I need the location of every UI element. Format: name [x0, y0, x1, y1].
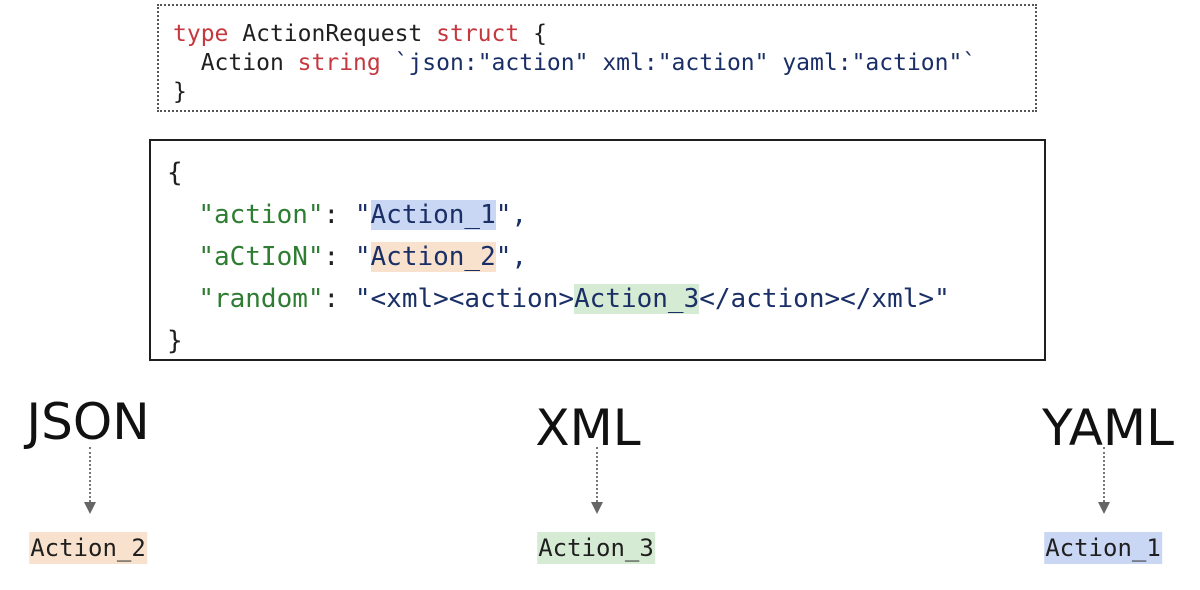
result-json: Action_2: [29, 532, 147, 564]
payload-value-highlight: Action_2: [370, 242, 496, 272]
struct-line-2: Action string `json:"action" xml:"action…: [173, 49, 977, 78]
xml-open-tags: <xml><action>: [370, 284, 575, 314]
payload-line-action: "action": "Action_1",: [167, 197, 527, 233]
quote-close: ": [934, 284, 950, 314]
field-name: Action: [200, 50, 284, 76]
payload-value-highlight: Action_1: [370, 200, 496, 230]
field-type: string: [297, 50, 381, 76]
payload-line-random: "random": "<xml><action>Action_3</action…: [167, 281, 950, 317]
struct-close-brace: }: [173, 79, 187, 105]
arrowhead-json: [84, 502, 96, 514]
type-keyword: type: [173, 21, 229, 47]
arrowhead-yaml: [1098, 502, 1110, 514]
result-yaml: Action_1: [1044, 532, 1162, 564]
payload-open-brace: {: [167, 158, 183, 188]
quote-open: ": [354, 242, 371, 272]
parser-label-yaml: YAML: [1042, 399, 1174, 457]
struct-line-1: type ActionRequest struct {: [173, 20, 547, 49]
parser-label-json: JSON: [26, 393, 150, 451]
struct-definition-box: type ActionRequest struct { Action strin…: [157, 4, 1037, 112]
payload-separator: :: [323, 242, 355, 272]
payload-value-highlight: Action_3: [574, 284, 700, 314]
arrowhead-xml: [591, 502, 603, 514]
struct-open-brace: {: [533, 21, 547, 47]
quote-close: ",: [495, 200, 528, 230]
struct-tag: `json:"action" xml:"action" yaml:"action…: [394, 50, 977, 76]
payload-key: "action": [198, 200, 324, 230]
quote-close: ",: [495, 242, 528, 272]
quote-open: ": [354, 284, 371, 314]
payload-separator: :: [323, 200, 355, 230]
parser-label-xml: XML: [535, 399, 641, 457]
struct-line-3: }: [173, 78, 187, 107]
payload-separator: :: [323, 284, 355, 314]
struct-keyword: struct: [436, 21, 520, 47]
payload-key: "random": [198, 284, 324, 314]
payload-line-action-mixed-case: "aCtIoN": "Action_2",: [167, 239, 527, 275]
arrow-xml: [596, 447, 598, 502]
quote-open: ": [354, 200, 371, 230]
payload-close-brace: }: [167, 326, 183, 356]
arrow-json: [89, 447, 91, 502]
arrow-yaml: [1103, 447, 1105, 502]
xml-close-tags: </action></xml>: [699, 284, 935, 314]
payload-key: "aCtIoN": [198, 242, 324, 272]
json-payload-box: { "action": "Action_1", "aCtIoN": "Actio…: [149, 139, 1046, 361]
result-xml: Action_3: [537, 532, 655, 564]
struct-name: ActionRequest: [242, 21, 423, 47]
